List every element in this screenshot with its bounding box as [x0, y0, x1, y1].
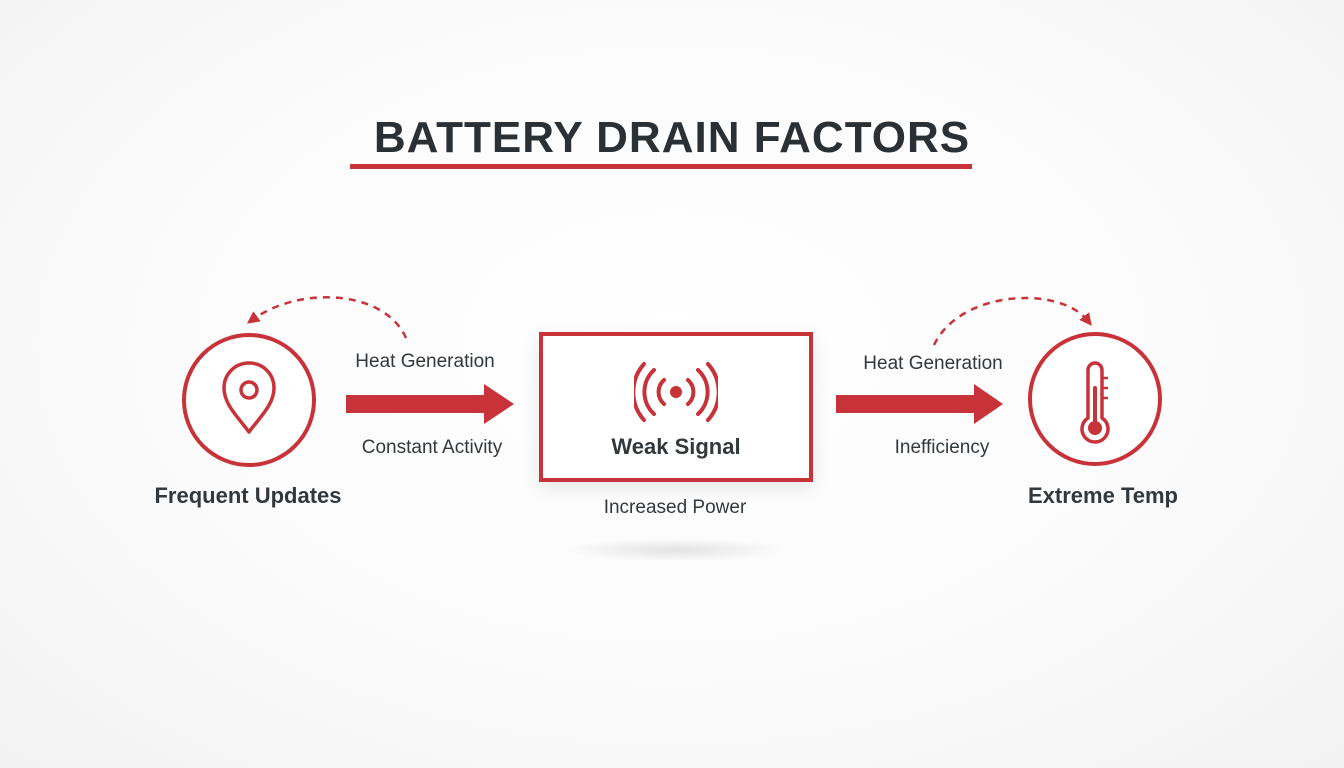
arrow-left-to-center [346, 384, 514, 424]
node-label-frequent-updates: Frequent Updates [154, 483, 342, 508]
edge-label-right-top: Heat Generation [863, 353, 1003, 374]
node-label-weak-signal: Weak Signal [611, 434, 741, 459]
title-underline [350, 164, 972, 169]
edge-label-right-bottom: Inefficiency [894, 437, 990, 458]
node-extreme-temp [1028, 332, 1162, 466]
dashed-arrow-right [932, 296, 1092, 346]
node-frequent-updates [182, 333, 316, 467]
node-sublabel-increased-power: Increased Power [603, 497, 747, 518]
edge-label-left-bottom: Constant Activity [361, 437, 503, 458]
signal-waves-icon [634, 362, 718, 422]
location-pin-icon [222, 361, 276, 434]
node-circle [182, 333, 316, 467]
box-shadow [560, 538, 790, 562]
node-weak-signal: Weak Signal [539, 332, 813, 482]
arrow-center-to-right [836, 384, 1003, 424]
thermometer-icon [1080, 361, 1110, 444]
edge-label-left-top: Heat Generation [355, 351, 495, 372]
diagram-title: BATTERY DRAIN FACTORS [373, 113, 971, 162]
node-label-extreme-temp: Extreme Temp [1028, 483, 1178, 508]
dashed-arrow-left [246, 296, 408, 339]
